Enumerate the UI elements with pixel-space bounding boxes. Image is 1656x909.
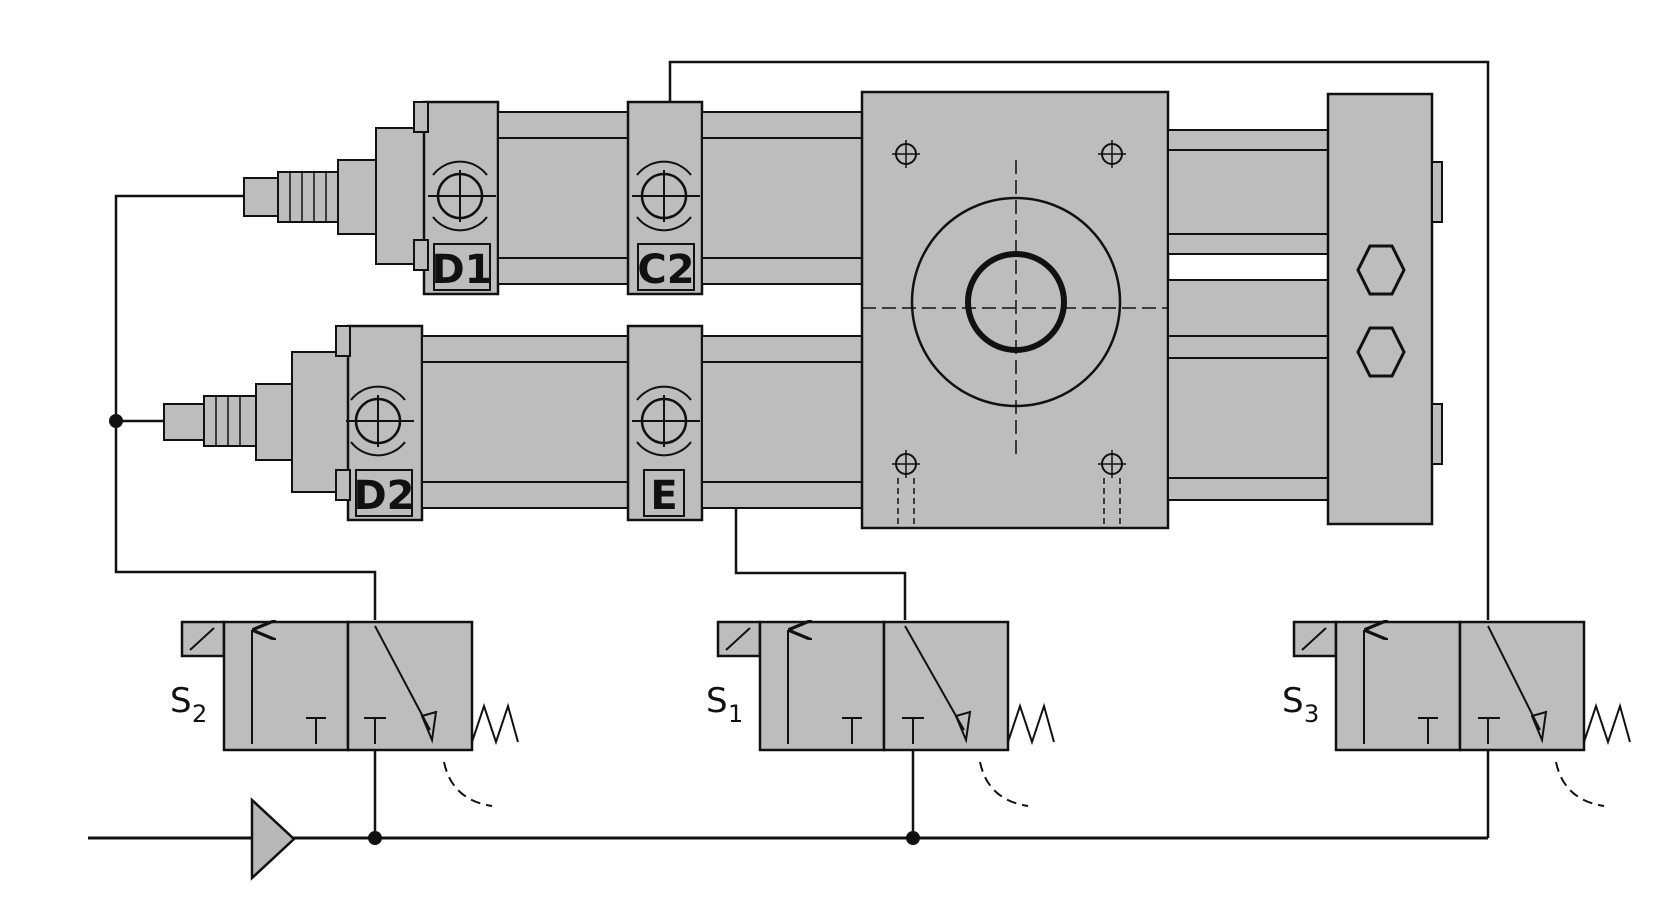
hex-bolt-icon <box>1356 244 1406 296</box>
sensor-e-icon <box>632 385 700 457</box>
label-d1: D1 <box>431 243 493 293</box>
valve-s2-letter: S <box>170 681 192 721</box>
label-d1-text: D1 <box>431 247 492 293</box>
valve-s2-index: 2 <box>192 700 207 728</box>
end-block <box>1326 92 1443 526</box>
mounting-hole-icon <box>1098 140 1126 168</box>
valve-s1-letter: S <box>706 681 728 721</box>
valve-s1: S 1 <box>706 622 1055 807</box>
spring-icon <box>471 702 519 746</box>
label-c2-text: C2 <box>637 247 694 293</box>
mounting-hole-icon <box>1098 450 1126 528</box>
valve-s2: S 2 <box>170 622 519 807</box>
supply-line <box>88 797 1488 881</box>
label-d2-text: D2 <box>353 473 414 519</box>
lower-cylinder <box>163 324 863 522</box>
sensor-c2-icon <box>632 160 700 232</box>
spring-icon <box>1007 702 1055 746</box>
pressure-source-icon <box>250 797 296 881</box>
valve-s3-index: 3 <box>1304 700 1319 728</box>
label-c2: C2 <box>637 243 695 293</box>
label-d2: D2 <box>353 469 415 519</box>
sensor-d2-icon <box>346 385 414 457</box>
mounting-hole-icon <box>892 140 920 168</box>
guide-rods <box>1167 129 1329 501</box>
sensor-d1-icon <box>428 160 496 232</box>
valve-s3: S 3 <box>1282 622 1631 807</box>
junction-dot <box>109 414 123 428</box>
spring-icon <box>1583 702 1631 746</box>
hex-bolt-icon <box>1356 326 1406 378</box>
label-e-text: E <box>650 473 677 519</box>
mounting-hole-icon <box>892 450 920 528</box>
valve-s3-letter: S <box>1282 681 1304 721</box>
valve-s1-index: 1 <box>728 700 743 728</box>
rotary-carriage <box>860 90 1170 530</box>
upper-cylinder <box>243 100 863 296</box>
label-e: E <box>643 469 685 519</box>
